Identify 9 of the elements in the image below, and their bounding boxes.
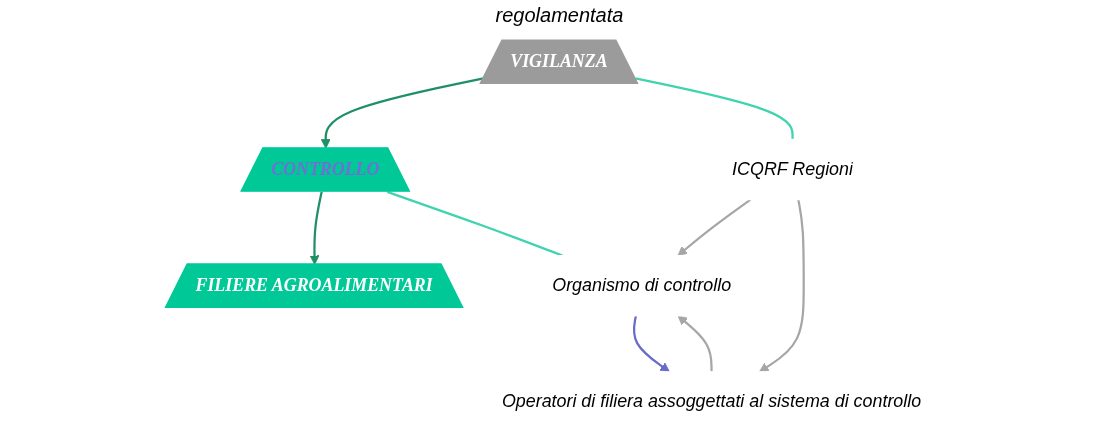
connector [634,77,794,140]
arrow [677,198,751,256]
node-text: Organismo di controllo [551,275,731,295]
node-text: Operatori di filiera assoggettati al sistema di controllo [501,391,921,411]
node-text: ICQRF Regioni [731,159,853,179]
arrow [632,315,670,373]
arrow [758,199,805,373]
arrow [677,315,713,372]
title: regolamentata [494,3,625,28]
